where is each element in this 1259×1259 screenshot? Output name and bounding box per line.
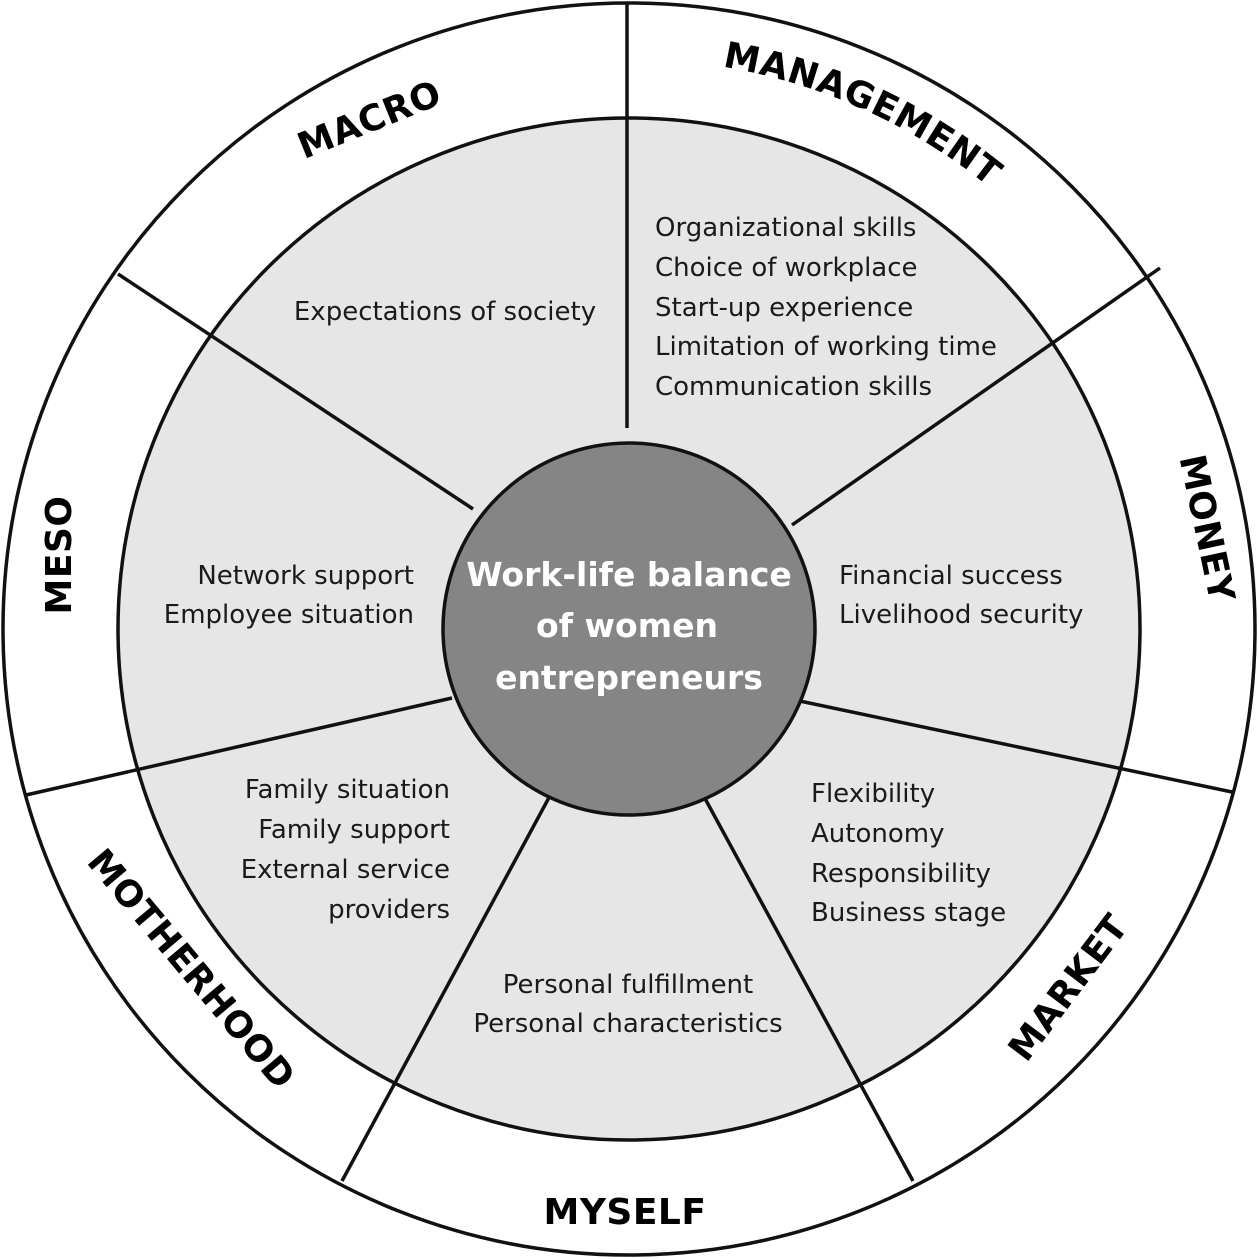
item-text: Responsibility [811, 859, 991, 889]
segment-items-motherhood: Family situation Family support External… [241, 775, 450, 925]
segment-items-macro: Expectations of society [294, 297, 596, 327]
divider-meso-macro [117, 272, 474, 511]
item-text: External service [241, 855, 450, 885]
item-text: Start-up experience [655, 293, 913, 323]
item-text: Network support [197, 561, 414, 591]
item-text: Communication skills [655, 372, 932, 402]
segment-items-meso: Network support Employee situation [164, 561, 414, 630]
item-text: Personal fulfillment [503, 970, 753, 1000]
divider-market-myself [700, 792, 915, 1182]
item-text: Financial success [839, 561, 1063, 591]
item-text: Family support [258, 815, 450, 845]
item-text: Organizational skills [655, 213, 916, 243]
segment-items-money: Financial success Livelihood security [839, 561, 1083, 630]
segment-items-management: Organizational skills Choice of workplac… [655, 213, 997, 402]
item-text: Business stage [811, 898, 1006, 928]
center-title-line: Work-life balance [466, 555, 792, 594]
center-title-line: of women [536, 606, 718, 645]
item-text: Family situation [245, 775, 450, 805]
item-text: Employee situation [164, 600, 414, 630]
divider-money-market [794, 698, 1233, 794]
segment-items-myself: Personal fulfillment Personal characteri… [473, 970, 782, 1039]
item-text: Personal characteristics [473, 1009, 782, 1039]
item-text: Livelihood security [839, 600, 1083, 630]
divider-myself-motherhood [340, 791, 554, 1182]
segment-dividers [25, 2, 1233, 1182]
item-text: providers [328, 895, 450, 925]
item-text: Flexibility [811, 779, 935, 809]
item-text: Expectations of society [294, 297, 596, 327]
center-circle [441, 441, 817, 817]
ring-label-meso: MESO [39, 496, 80, 615]
ring-label-myself: MYSELF [544, 1192, 707, 1233]
segment-items-market: Flexibility Autonomy Responsibility Busi… [811, 779, 1006, 928]
divider-motherhood-meso [25, 696, 453, 797]
center-title-line: entrepreneurs [495, 658, 763, 697]
center-title: Work-life balance of women entrepreneurs [466, 555, 792, 697]
divider-management-money [790, 266, 1162, 527]
item-text: Limitation of working time [655, 332, 997, 362]
item-text: Autonomy [811, 819, 944, 849]
item-text: Choice of workplace [655, 253, 918, 283]
